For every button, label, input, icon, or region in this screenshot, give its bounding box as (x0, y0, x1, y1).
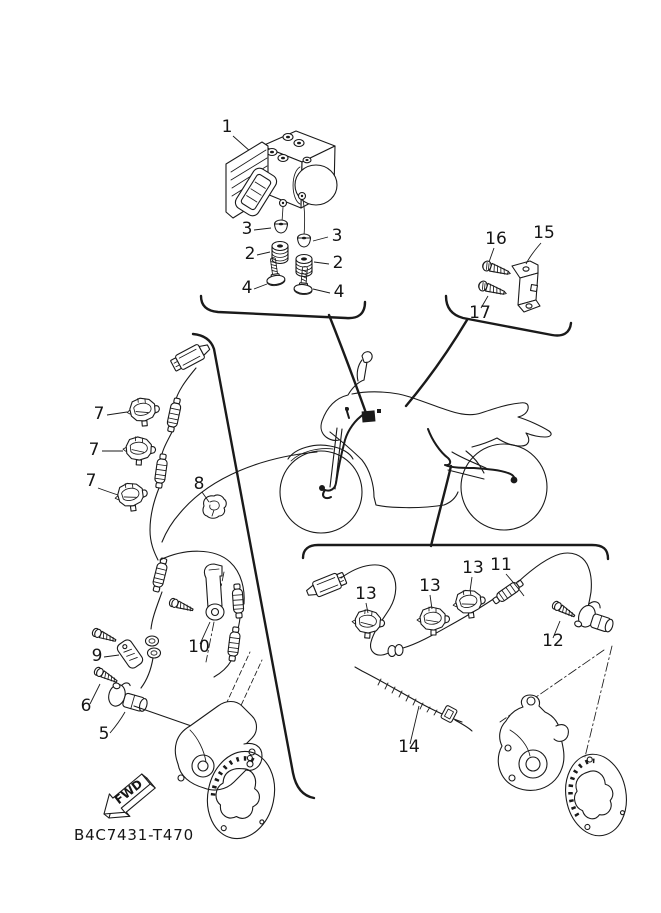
callout-5-label: 5 (99, 724, 110, 744)
abs-top-valve-bosses (266, 132, 312, 164)
clamp-8-drawing (202, 494, 227, 519)
callout-13a-label: 13 (355, 584, 377, 604)
callout-2a-label: 2 (245, 244, 256, 264)
front-sensor-harness (140, 339, 245, 689)
callout-12-label: 12 (542, 631, 564, 651)
callout-9-label: 9 (92, 646, 103, 666)
part-code-label: B4C7431-T470 (74, 826, 194, 844)
callout-8-label: 8 (194, 474, 205, 494)
callout-7c-label: 7 (86, 471, 97, 491)
callout-7a-label: 7 (94, 404, 105, 424)
callout-3b-label: 3 (332, 226, 343, 246)
clamps-7-and-8-group (97, 396, 227, 519)
callout-1-label: 1 (222, 117, 233, 137)
rear-sensor-harness (303, 552, 614, 758)
callout-14-label: 14 (398, 737, 420, 757)
bracket-10-drawing (203, 563, 225, 621)
callout-15-label: 15 (533, 223, 555, 243)
front-fork-bottom-drawing (174, 700, 263, 791)
callout-13c-label: 13 (462, 558, 484, 578)
mount-hardware-stacks (253, 219, 331, 296)
callout-6-label: 6 (81, 696, 92, 716)
callout-17-label: 17 (469, 303, 491, 323)
callout-labels: 1 3 2 4 3 2 4 16 15 17 7 7 7 8 9 10 6 5 … (81, 117, 564, 757)
callout-2b-label: 2 (333, 253, 344, 273)
motorcycle-outline (279, 351, 552, 534)
callout-13b-label: 13 (419, 576, 441, 596)
rear-sensor-drawing (574, 601, 614, 633)
cable-tie-14-drawing (354, 666, 473, 745)
bracket-and-screws-group (476, 242, 542, 313)
front-sensor-rotor-drawing (206, 750, 276, 840)
rear-sensor-rotor-drawing (565, 753, 627, 837)
callout-10-label: 10 (188, 637, 210, 657)
fwd-arrow: FWD (103, 773, 156, 819)
callout-16-label: 16 (485, 229, 507, 249)
rear-caliper-bracket-drawing (497, 694, 569, 791)
bracket-15-drawing (511, 260, 541, 313)
section-bubble-lines (161, 294, 610, 800)
abs-connector (234, 167, 278, 217)
callout-4a-label: 4 (242, 278, 253, 298)
callout-4b-label: 4 (334, 282, 345, 302)
callout-7b-label: 7 (89, 440, 100, 460)
plate-9-drawing (116, 639, 144, 669)
abs-unit-drawing (225, 130, 338, 237)
callout-3a-label: 3 (242, 219, 253, 239)
front-sensor-mounting-group (89, 563, 263, 735)
callout-11-label: 11 (490, 555, 512, 575)
